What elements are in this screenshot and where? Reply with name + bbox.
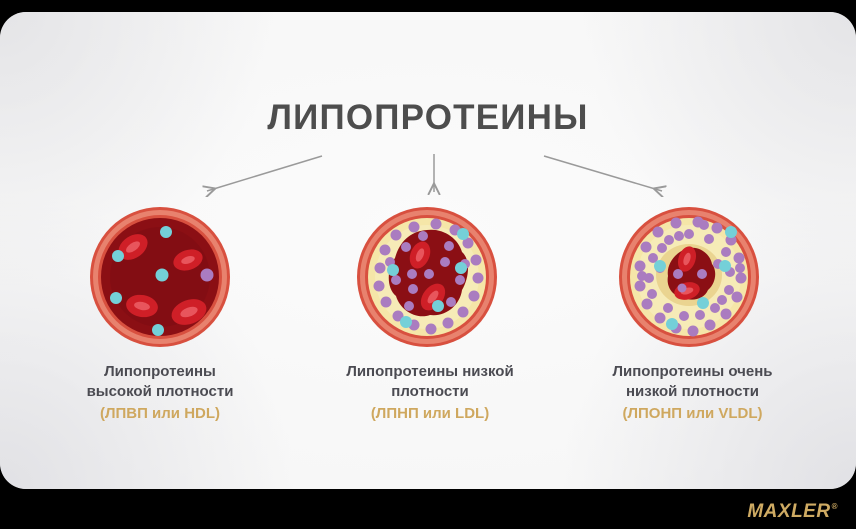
red-blood-cell xyxy=(171,299,207,325)
maxler-logo-text: MAXLER xyxy=(747,501,831,522)
caption-vldl: Липопротеины очень низкой плотности (ЛПО… xyxy=(565,362,820,423)
caption-hdl-line2: высокой плотности xyxy=(86,382,234,400)
caption-ldl-abbr: (ЛПНП или LDL) xyxy=(370,404,490,422)
illustration-hdl xyxy=(85,202,235,352)
caption-hdl-line1: Липопротеины xyxy=(104,363,216,380)
hdl-particle xyxy=(112,250,124,262)
caption-ldl: Липопротеины низкой плотности (ЛПНП или … xyxy=(305,362,555,423)
arrow-to-hdl-icon xyxy=(195,155,323,197)
caption-hdl-abbr: (ЛПВП или HDL) xyxy=(99,404,221,422)
red-blood-cell xyxy=(118,234,148,260)
hdl-particle xyxy=(160,226,172,238)
caption-vldl-line2: низкой плотности xyxy=(625,382,760,400)
infographic-card: ЛИПОПРОТЕИНЫ xyxy=(0,12,856,489)
arrow-to-vldl-icon xyxy=(543,155,675,197)
red-blood-cell xyxy=(677,246,697,272)
caption-ldl-line1: Липопротеины низкой xyxy=(346,363,514,380)
hdl-particle xyxy=(155,268,169,282)
red-blood-cell xyxy=(409,241,431,269)
hdl-particle xyxy=(152,324,164,336)
arrow-to-ldl-icon xyxy=(420,154,450,197)
hdl-particle-cluster xyxy=(387,228,469,328)
caption-hdl: Липопротеины высокой плотности (ЛПВП или… xyxy=(40,362,280,423)
illustration-vldl xyxy=(612,202,767,352)
ldl-particle xyxy=(200,268,214,282)
illustration-ldl xyxy=(350,202,505,352)
caption-vldl-line1: Липопротеины очень xyxy=(612,363,773,380)
caption-vldl-abbr: (ЛПОНП или VLDL) xyxy=(622,404,763,422)
hdl-particle-cluster xyxy=(654,226,737,330)
caption-ldl-line2: плотности xyxy=(391,382,469,400)
red-blood-cell xyxy=(173,249,203,271)
registered-trademark-icon: ® xyxy=(831,502,838,511)
hdl-particle xyxy=(110,292,122,304)
ldl-particle-cluster xyxy=(634,216,747,337)
maxler-logo: MAXLER ® xyxy=(747,501,838,523)
red-blood-cell xyxy=(126,294,158,318)
page-title: ЛИПОПРОТЕИНЫ xyxy=(267,98,589,137)
